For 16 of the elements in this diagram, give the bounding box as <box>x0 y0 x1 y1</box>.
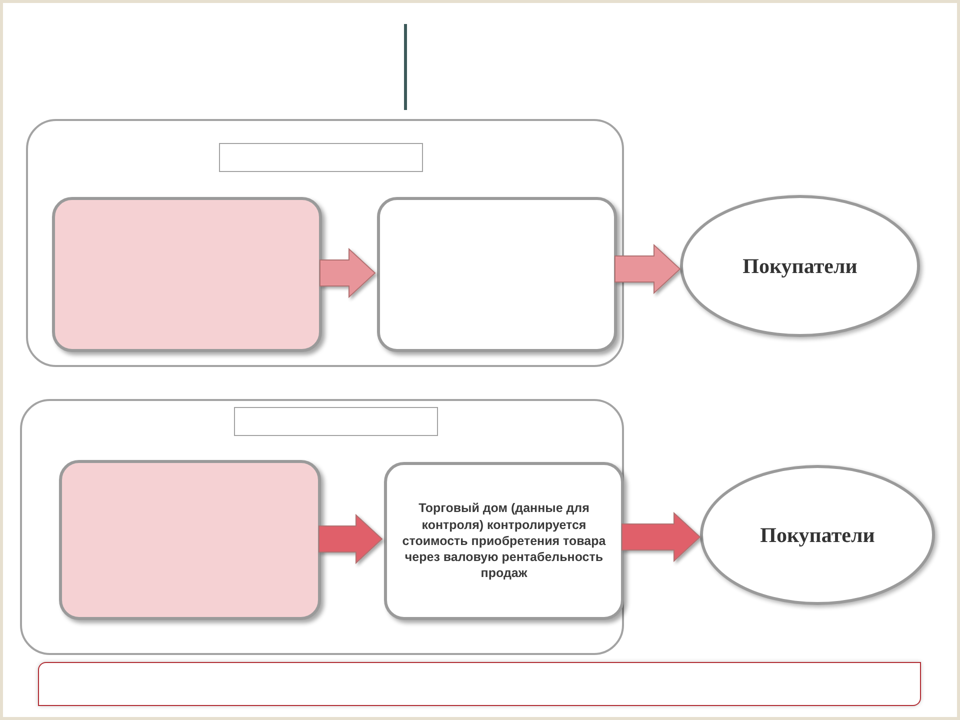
box-text: Торговый дом (данные для контроля) контролируется стоимость приобретения товара через валовую рентабельность продаж <box>401 500 607 582</box>
heading-box <box>219 143 423 172</box>
process-box <box>59 460 321 620</box>
block-arrow <box>622 512 701 562</box>
note-box <box>38 662 921 706</box>
heading-box <box>234 407 438 436</box>
ellipse-label: Покупатели <box>760 522 875 548</box>
process-box <box>52 197 322 352</box>
block-arrow <box>318 514 383 564</box>
group-panel <box>20 399 624 655</box>
process-box <box>384 462 624 620</box>
block-arrow <box>614 244 681 294</box>
block-arrow <box>320 248 376 298</box>
process-box <box>377 197 617 352</box>
group-panel <box>26 119 624 367</box>
ellipse-label: Покупатели <box>742 254 858 278</box>
